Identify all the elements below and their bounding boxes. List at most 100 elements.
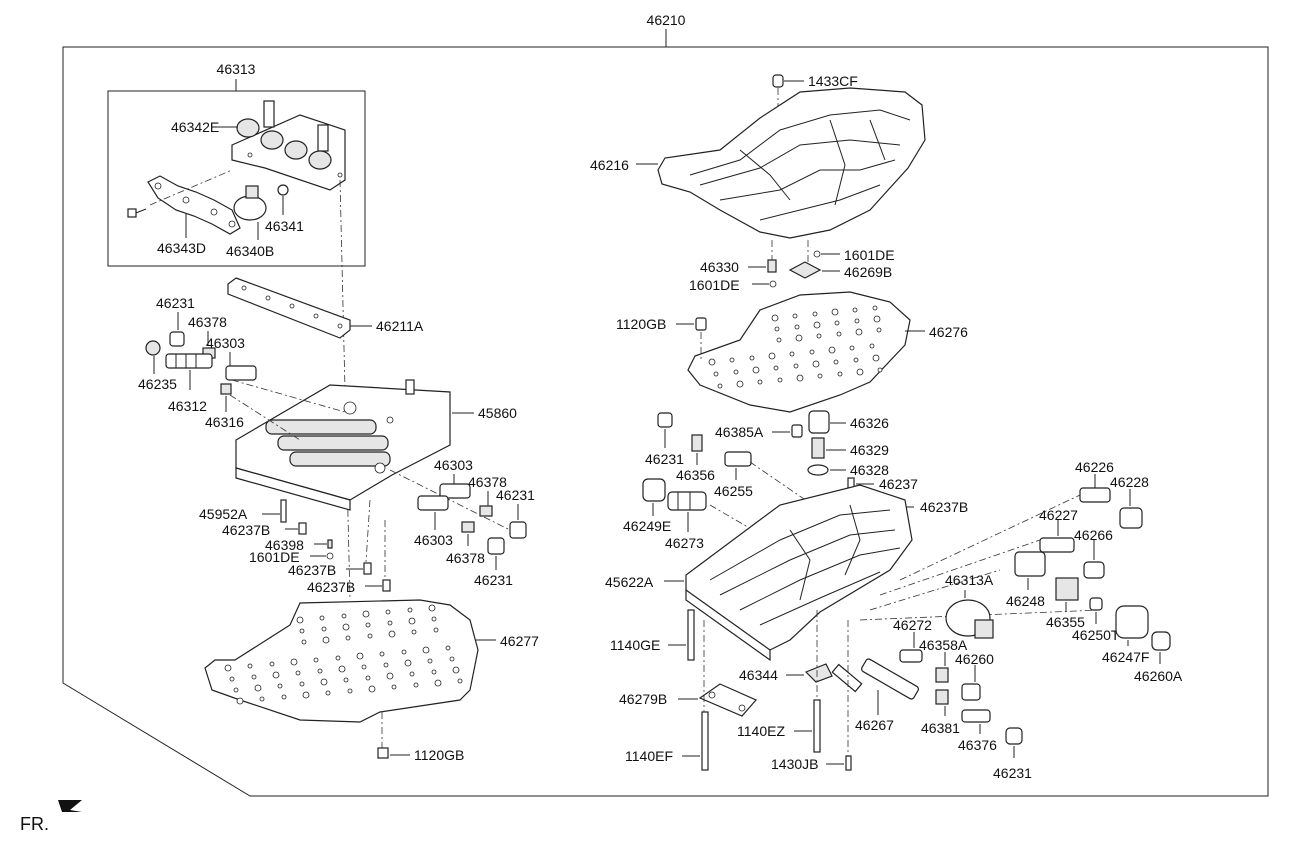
spring-46316 — [220, 383, 232, 395]
label-1601DE-a: 1601DE — [249, 549, 300, 565]
label-46312: 46312 — [168, 398, 207, 414]
plate-hole — [407, 607, 413, 613]
plate-hole — [299, 681, 305, 687]
plate-hole — [388, 630, 396, 638]
plate-hole — [431, 669, 437, 675]
plate-hole — [729, 357, 735, 363]
plate-hole — [856, 368, 864, 376]
plate-channel — [759, 571, 881, 626]
plate-hole — [365, 622, 371, 628]
plate-channel — [869, 119, 886, 161]
label-46355: 46355 — [1046, 614, 1085, 630]
plate-hole — [229, 676, 235, 682]
solenoid-block-46342E — [231, 100, 346, 191]
label-46235: 46235 — [138, 376, 177, 392]
plate-hole — [281, 694, 287, 700]
label-46316: 46316 — [205, 414, 244, 430]
label-46211A: 46211A — [376, 318, 424, 334]
cap-1433CF — [772, 74, 784, 88]
label-46328: 46328 — [850, 462, 889, 478]
label-46303-b: 46303 — [434, 457, 473, 473]
plate-hole — [877, 367, 883, 373]
separator-plate-46211A — [227, 277, 351, 339]
plate-hole — [776, 337, 782, 343]
label-46266: 46266 — [1074, 527, 1113, 543]
label-46303-c: 46303 — [414, 532, 453, 548]
spring-46356 — [691, 434, 703, 452]
label-46340B: 46340B — [226, 243, 274, 259]
plate-hole — [752, 366, 760, 374]
spring-46329 — [811, 437, 825, 459]
separator-plate-46276 — [687, 291, 911, 413]
spring-46378-c — [461, 521, 475, 533]
plate-hole — [812, 360, 820, 368]
plate-hole — [828, 346, 836, 354]
plate-channel — [689, 109, 911, 176]
plate-hole — [872, 305, 878, 311]
label-46329: 46329 — [850, 442, 889, 458]
plate-hole — [449, 656, 455, 662]
valve-46303-b — [439, 483, 471, 499]
label-46398: 46398 — [265, 537, 304, 553]
label-46237B-d: 46237B — [920, 499, 968, 515]
plate-hole — [379, 651, 385, 657]
pin-46237B-c — [382, 579, 391, 592]
plate-hole — [833, 359, 839, 365]
plate-hole — [816, 333, 822, 339]
plate-hole — [313, 657, 319, 663]
plate-hole — [251, 674, 257, 680]
label-1140GE: 1140GE — [610, 637, 660, 653]
plate-channel — [844, 504, 861, 576]
plate-hole — [320, 678, 328, 686]
separator-plate-46277 — [204, 599, 479, 723]
plate-hole — [367, 633, 373, 639]
plate-hole — [817, 373, 823, 379]
plate-hole — [794, 324, 800, 330]
plate-hole — [854, 318, 860, 324]
plate-hole — [322, 636, 330, 644]
label-1433CF: 1433CF — [808, 73, 858, 89]
plate-hole — [708, 358, 716, 366]
valve-46273 — [667, 491, 707, 511]
plate-hole — [834, 320, 840, 326]
plate-hole — [387, 620, 393, 626]
plate-hole — [302, 691, 310, 699]
plate-hole — [831, 308, 839, 316]
plug-46231-d — [657, 412, 673, 428]
spring-46378-b — [479, 505, 493, 517]
valve-46260 — [961, 683, 981, 701]
label-46313: 46313 — [217, 61, 256, 77]
label-46231-e: 46231 — [993, 765, 1032, 781]
valve-46272 — [899, 649, 923, 663]
valve-46376 — [961, 709, 991, 723]
plate-hole — [385, 609, 391, 615]
label-46237B-b: 46237B — [288, 562, 336, 578]
valve-body-45860 — [235, 379, 451, 511]
plate-hole — [411, 629, 417, 635]
plate-hole — [774, 326, 780, 332]
plate-hole — [368, 685, 376, 693]
plate-hole — [295, 670, 301, 676]
plate-hole — [386, 672, 394, 680]
plate-hole — [259, 696, 265, 702]
spring-46381 — [935, 689, 949, 705]
label-46330: 46330 — [700, 259, 739, 275]
spring-46330 — [767, 259, 777, 273]
plate-channel — [709, 509, 891, 581]
solenoid-46340B — [233, 185, 267, 221]
plate-hole — [749, 355, 755, 361]
label-46260A: 46260A — [1134, 668, 1183, 684]
o-ring-46328 — [807, 464, 829, 476]
valve-46227 — [1039, 537, 1075, 553]
plate-hole — [869, 343, 875, 349]
plate-hole — [347, 688, 353, 694]
valve-46226 — [1079, 487, 1111, 503]
plate-hole — [343, 677, 349, 683]
plate-channel — [719, 529, 896, 596]
plate-hole — [422, 646, 430, 654]
label-46344: 46344 — [739, 667, 778, 683]
plug-46249E — [642, 478, 666, 502]
plate-channel — [789, 529, 811, 601]
plate-hole — [736, 380, 744, 388]
ball-1601DE-b — [813, 250, 821, 258]
